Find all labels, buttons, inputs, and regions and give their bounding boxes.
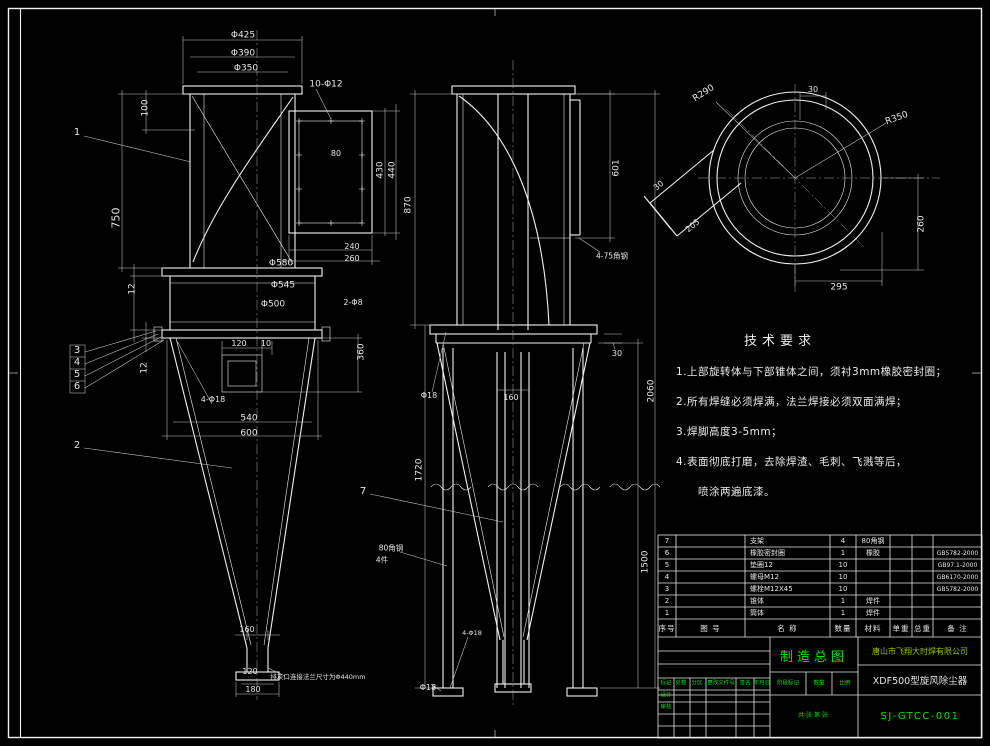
- parts-table-cell: 6: [664, 549, 670, 557]
- parts-table-cell: 螺栓M12X45: [750, 585, 793, 593]
- parts-table-cell: GB5782-2000: [936, 585, 979, 593]
- side-view-linework: [429, 60, 661, 705]
- drawing-number: SJ-GTCC-001: [880, 711, 960, 722]
- parts-table-cell: 焊件: [866, 609, 880, 617]
- parts-table-cell: 1: [840, 597, 846, 605]
- product-name: XDF500型旋风除尘器: [872, 676, 968, 687]
- parts-table-cell: [856, 571, 890, 583]
- parts-table-cell: [890, 583, 912, 595]
- parts-table-header-cell: 备 注: [947, 623, 968, 633]
- tech-requirements: 技术要求 1.上部旋转体与下部锥体之间，须衬3mm橡胶密封圈； 2.所有焊缝必须焊…: [676, 330, 978, 514]
- parts-table-cell: 锥体: [750, 597, 764, 605]
- parts-table-cell: 7: [664, 537, 670, 545]
- parts-table-cell: 4: [840, 537, 846, 545]
- parts-table-cell: 焊件: [866, 597, 880, 605]
- parts-table-header-cell: 序号: [658, 623, 676, 633]
- top-view-dimensions: [715, 92, 924, 286]
- parts-table-rows: 7 支架 4 80角钢 6 橡胶密封圈 1 橡胶 GB5782-2000 5 垫圈12 10 GB97.…: [658, 535, 982, 619]
- parts-table-cell: [676, 559, 745, 571]
- parts-table-cell: [890, 535, 912, 547]
- parts-table-cell: 5: [664, 561, 670, 569]
- parts-table-cell: [676, 583, 745, 595]
- parts-table-header-cell: 名 称: [777, 623, 798, 633]
- front-view-dimensions: [69, 36, 400, 697]
- parts-table-row: 1 筒体 1 焊件: [658, 607, 982, 619]
- parts-table-row: 6 橡胶密封圈 1 橡胶 GB5782-2000: [658, 547, 982, 559]
- parts-table-cell: 4: [664, 573, 670, 581]
- parts-table-cell: 1: [664, 609, 670, 617]
- parts-table-cell: 3: [664, 585, 670, 593]
- drawing-title: 制造总图: [779, 650, 848, 665]
- parts-table-cell: 10: [838, 585, 848, 593]
- parts-table-cell: [676, 607, 745, 619]
- parts-table-row: 7 支架 4 80角钢: [658, 535, 982, 547]
- parts-table-cell: [856, 559, 890, 571]
- parts-table-cell: [912, 559, 933, 571]
- parts-table-cell: [912, 583, 933, 595]
- parts-table-cell: [890, 595, 912, 607]
- parts-table-header-cell: 材料: [864, 623, 882, 633]
- parts-table-cell: 2: [664, 597, 670, 605]
- parts-table-cell: 10: [838, 561, 848, 569]
- parts-table-header-cell: 总重: [914, 623, 931, 633]
- parts-table-cell: 橡胶: [866, 549, 880, 557]
- parts-table-cell: [676, 595, 745, 607]
- parts-table-cell: 螺母M12: [750, 573, 779, 581]
- parts-table-cell: [890, 607, 912, 619]
- parts-table-cell: 1: [840, 609, 846, 617]
- tech-req-item: 2.所有焊缝必须焊满，法兰焊接必须双面满焊；: [676, 396, 908, 408]
- parts-table-cell: [676, 547, 745, 559]
- parts-table-cell: [933, 607, 982, 619]
- parts-table-cell: [890, 559, 912, 571]
- parts-table-cell: [912, 595, 933, 607]
- parts-table-cell: 1: [840, 549, 846, 557]
- parts-table-cell: GB6170-2000: [936, 573, 979, 581]
- parts-table-cell: [676, 535, 745, 547]
- tech-req-item: 喷涂两遍底漆。: [698, 486, 775, 498]
- parts-table-header: 序号 图 号 名 称 数量 材料单重总重 备 注: [658, 619, 982, 637]
- top-view-linework: [643, 84, 940, 295]
- parts-table-header-cell: 数量: [834, 623, 852, 633]
- parts-table-cell: [912, 607, 933, 619]
- parts-table-cell: [933, 535, 982, 547]
- parts-table-header-cell: 图 号: [700, 623, 721, 633]
- tech-req-items: 1.上部旋转体与下部锥体之间，须衬3mm橡胶密封圈； 2.所有焊缝必须焊满，法兰焊…: [676, 364, 978, 499]
- parts-table-cell: [890, 547, 912, 559]
- title-block-grid: [657, 534, 983, 739]
- parts-table-row: 3 螺栓M12X45 10 GB5782-2000: [658, 583, 982, 595]
- parts-table-cell: [933, 595, 982, 607]
- parts-table-cell: 垫圈12: [750, 561, 773, 569]
- parts-table-cell: [912, 547, 933, 559]
- parts-table-cell: GB5782-2000: [936, 549, 979, 557]
- parts-table-cell: [890, 571, 912, 583]
- parts-table-cell: [856, 583, 890, 595]
- tech-req-title: 技术要求: [744, 334, 817, 349]
- front-view-linework: [153, 30, 373, 700]
- side-view-dimensions: [369, 90, 660, 692]
- parts-table-cell: GB97.1-2000: [937, 561, 978, 569]
- parts-table-cell: [912, 571, 933, 583]
- parts-table-cell: 10: [838, 573, 848, 581]
- parts-table-row: 4 螺母M12 10 GB6170-2000: [658, 571, 982, 583]
- parts-table-row: 2 锥体 1 焊件: [658, 595, 982, 607]
- parts-table-cell: 筒体: [750, 609, 764, 617]
- parts-table-row: 5 垫圈12 10 GB97.1-2000: [658, 559, 982, 571]
- parts-table-cell: 支架: [750, 537, 764, 545]
- tech-req-item: 4.表面彻底打磨，去除焊渣、毛刺、飞溅等后，: [676, 456, 908, 468]
- parts-table-header-cell: 单重: [892, 623, 910, 633]
- company-name: 唐山市飞翔大时焊有限公司: [872, 646, 968, 656]
- tech-req-item: 1.上部旋转体与下部锥体之间，须衬3mm橡胶密封圈；: [676, 366, 947, 378]
- parts-table-cell: [676, 571, 745, 583]
- parts-table-cell: 80角钢: [861, 537, 885, 545]
- parts-table-cell: 橡胶密封圈: [750, 549, 785, 557]
- tech-req-item: 3.焊脚高度3-5mm；: [676, 426, 783, 438]
- parts-table-cell: [912, 535, 933, 547]
